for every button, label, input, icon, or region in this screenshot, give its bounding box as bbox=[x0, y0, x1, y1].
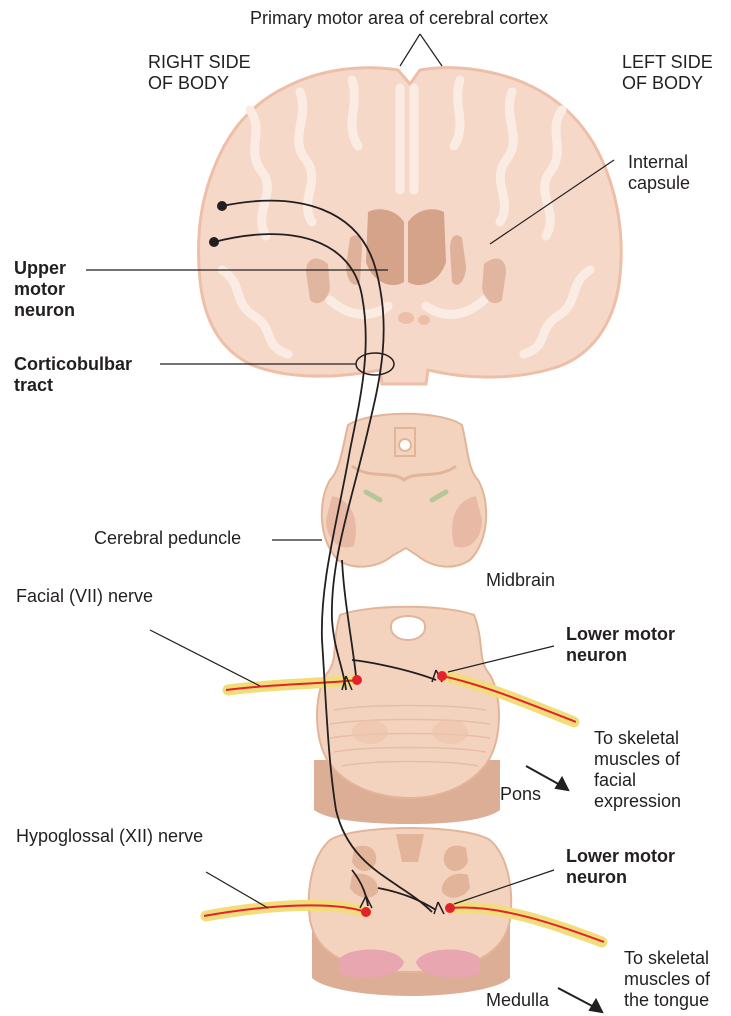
label-corticobulbar-tract: Corticobulbar tract bbox=[14, 354, 132, 396]
lower-motor-neuron-soma-medulla-left bbox=[361, 907, 371, 917]
label-midbrain: Midbrain bbox=[486, 570, 555, 591]
label-medulla: Medulla bbox=[486, 990, 549, 1011]
leader-primary-motor bbox=[400, 34, 442, 66]
pons-section bbox=[314, 607, 500, 824]
cerebrum-section bbox=[199, 68, 622, 384]
label-to-tongue-muscles: To skeletal muscles of the tongue bbox=[624, 948, 710, 1011]
leader-facial-nerve bbox=[150, 630, 260, 686]
label-lower-motor-neuron-pons: Lower motor neuron bbox=[566, 624, 675, 666]
label-to-facial-muscles: To skeletal muscles of facial expression bbox=[594, 728, 681, 812]
label-facial-nerve: Facial (VII) nerve bbox=[16, 586, 153, 607]
label-internal-capsule: Internal capsule bbox=[628, 152, 690, 194]
label-right-side-of-body: RIGHT SIDE OF BODY bbox=[148, 52, 251, 94]
lower-motor-neuron-soma-pons-left bbox=[352, 675, 362, 685]
upper-motor-neuron-soma-2 bbox=[209, 237, 219, 247]
lower-motor-neuron-soma-pons-right bbox=[437, 671, 447, 681]
label-pons: Pons bbox=[500, 784, 541, 805]
label-cerebral-peduncle: Cerebral peduncle bbox=[94, 528, 241, 549]
label-upper-motor-neuron: Upper motor neuron bbox=[14, 258, 75, 321]
lower-motor-neuron-soma-medulla-right bbox=[445, 903, 455, 913]
arrow-tongue-line bbox=[558, 988, 596, 1008]
midbrain-section bbox=[322, 414, 486, 567]
upper-motor-neuron-soma-1 bbox=[217, 201, 227, 211]
title-primary-motor-area: Primary motor area of cerebral cortex bbox=[250, 8, 548, 29]
label-lower-motor-neuron-medulla: Lower motor neuron bbox=[566, 846, 675, 888]
label-hypoglossal-nerve: Hypoglossal (XII) nerve bbox=[16, 826, 203, 847]
arrow-facial-line bbox=[526, 766, 562, 786]
leader-hypoglossal-nerve bbox=[206, 872, 268, 908]
label-left-side-of-body: LEFT SIDE OF BODY bbox=[622, 52, 713, 94]
